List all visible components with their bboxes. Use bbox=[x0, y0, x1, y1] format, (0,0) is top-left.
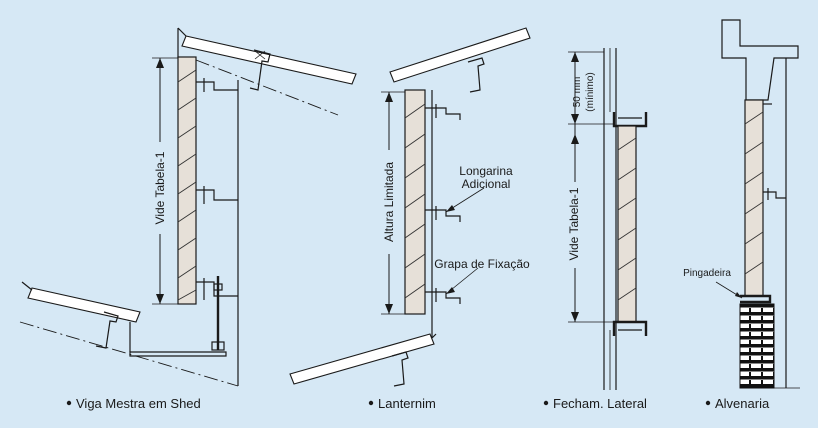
callout-grapa: Grapa de Fixação bbox=[434, 257, 530, 271]
caption-bullet bbox=[368, 400, 374, 406]
lower-roof-sheet bbox=[27, 287, 141, 323]
dimension-label: Vide Tabela-1 bbox=[567, 187, 581, 260]
panel bbox=[617, 125, 637, 323]
top-dimension-note: (mínimo) bbox=[585, 72, 596, 111]
lower-centerline bbox=[19, 321, 239, 387]
lower-purlin bbox=[95, 311, 119, 349]
bracket bbox=[763, 188, 786, 200]
bracket-longarina bbox=[425, 206, 461, 222]
upper-purlin bbox=[249, 49, 271, 91]
figure-alvenaria: Pingadeira Alvenaria bbox=[683, 19, 800, 411]
bracket-mid bbox=[196, 186, 238, 204]
callout-pingadeira: Pingadeira bbox=[683, 268, 731, 279]
lower-purlin bbox=[391, 351, 409, 387]
caption-viga-mestra: Viga Mestra em Shed bbox=[76, 396, 201, 411]
dimension-label: Vide Tabela-1 bbox=[153, 151, 167, 224]
caption-lanternim: Lanternim bbox=[378, 396, 436, 411]
panel bbox=[404, 89, 426, 315]
caption-bullet bbox=[543, 400, 549, 406]
caption-fecham-lateral: Fecham. Lateral bbox=[553, 396, 647, 411]
figure-fecham-lateral: 50 mm (mínimo) Vide Tabela-1 Fecham. Lat… bbox=[543, 48, 648, 411]
upper-roof-sheet bbox=[389, 27, 531, 83]
figure-lanternim: Longarina Adicional Grapa de Fixação Alt… bbox=[289, 27, 531, 411]
panel bbox=[177, 56, 197, 305]
pingadeira bbox=[740, 294, 772, 304]
caption-alvenaria: Alvenaria bbox=[715, 396, 770, 411]
concrete-beam bbox=[721, 19, 799, 101]
base-beam bbox=[129, 351, 227, 357]
dimension-label: Altura Limitada bbox=[382, 162, 396, 242]
bracket-grapa bbox=[425, 288, 461, 304]
lower-roof-sheet bbox=[289, 333, 435, 385]
callout-longarina: Longarina bbox=[459, 164, 513, 178]
bottom-channel bbox=[612, 320, 648, 336]
figure-viga-mestra: Vide Tabela-1 Viga Mestra em Shed bbox=[19, 27, 357, 411]
panel bbox=[744, 99, 764, 297]
caption-bullet bbox=[705, 400, 711, 406]
bracket-top bbox=[196, 78, 238, 92]
top-dimension-value: 50 mm bbox=[572, 77, 583, 108]
brick-wall bbox=[739, 303, 775, 389]
callout-adicional: Adicional bbox=[462, 177, 511, 191]
top-channel bbox=[612, 112, 648, 128]
bracket-top bbox=[425, 104, 461, 120]
caption-bullet bbox=[66, 400, 72, 406]
upper-centerline bbox=[195, 59, 339, 116]
upper-purlin bbox=[467, 57, 485, 93]
